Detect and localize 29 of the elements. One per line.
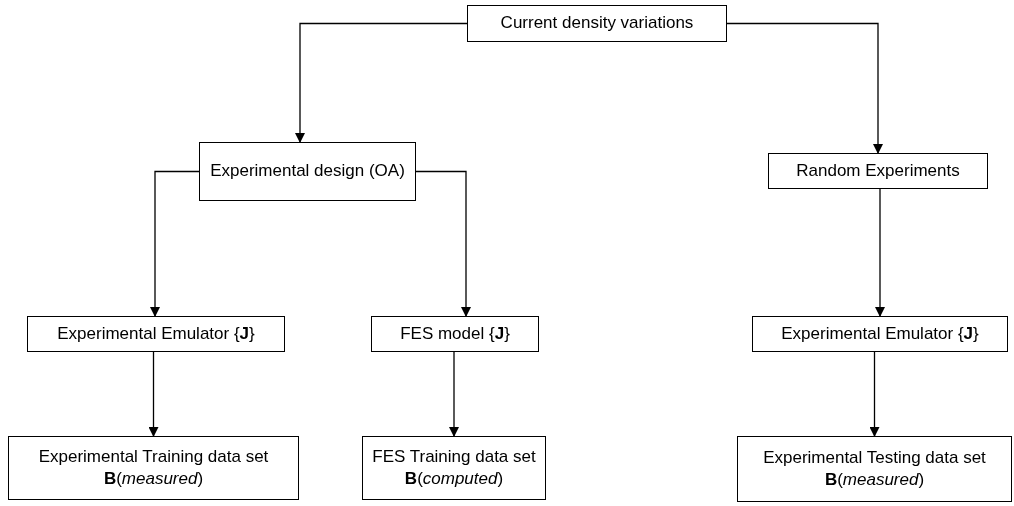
box-label: FES Training data set [372, 445, 536, 468]
process-box [467, 5, 727, 42]
box-label: Experimental Emulator {J} [781, 322, 979, 345]
arrow [875, 188, 885, 317]
process-box [737, 436, 1012, 502]
process-box [362, 436, 546, 500]
box-label: Experimental Training data set [38, 445, 269, 468]
box-label: Current density variations [500, 12, 694, 35]
arrow [869, 351, 880, 437]
box-label: Experimental design (OA) [210, 160, 405, 183]
box-label: Random Experiments [796, 159, 960, 182]
box-label: Experimental Emulator {J} [57, 322, 255, 345]
process-box [768, 153, 988, 189]
process-box [27, 316, 285, 352]
box-label: Experimental Testing data set [763, 446, 986, 469]
arrow [726, 22, 883, 154]
process-box [199, 142, 416, 201]
formula-text: B(computed) [404, 468, 504, 490]
arrow [449, 351, 459, 437]
arrow [150, 170, 200, 317]
process-box [752, 316, 1008, 352]
process-box [8, 436, 299, 500]
arrow [148, 351, 159, 437]
formula-text: B(measured) [824, 469, 925, 491]
box-label: FES model {J} [400, 322, 510, 345]
formula-text: B(measured) [103, 468, 204, 490]
process-box [371, 316, 539, 352]
arrow [295, 22, 468, 143]
arrow [415, 170, 471, 317]
